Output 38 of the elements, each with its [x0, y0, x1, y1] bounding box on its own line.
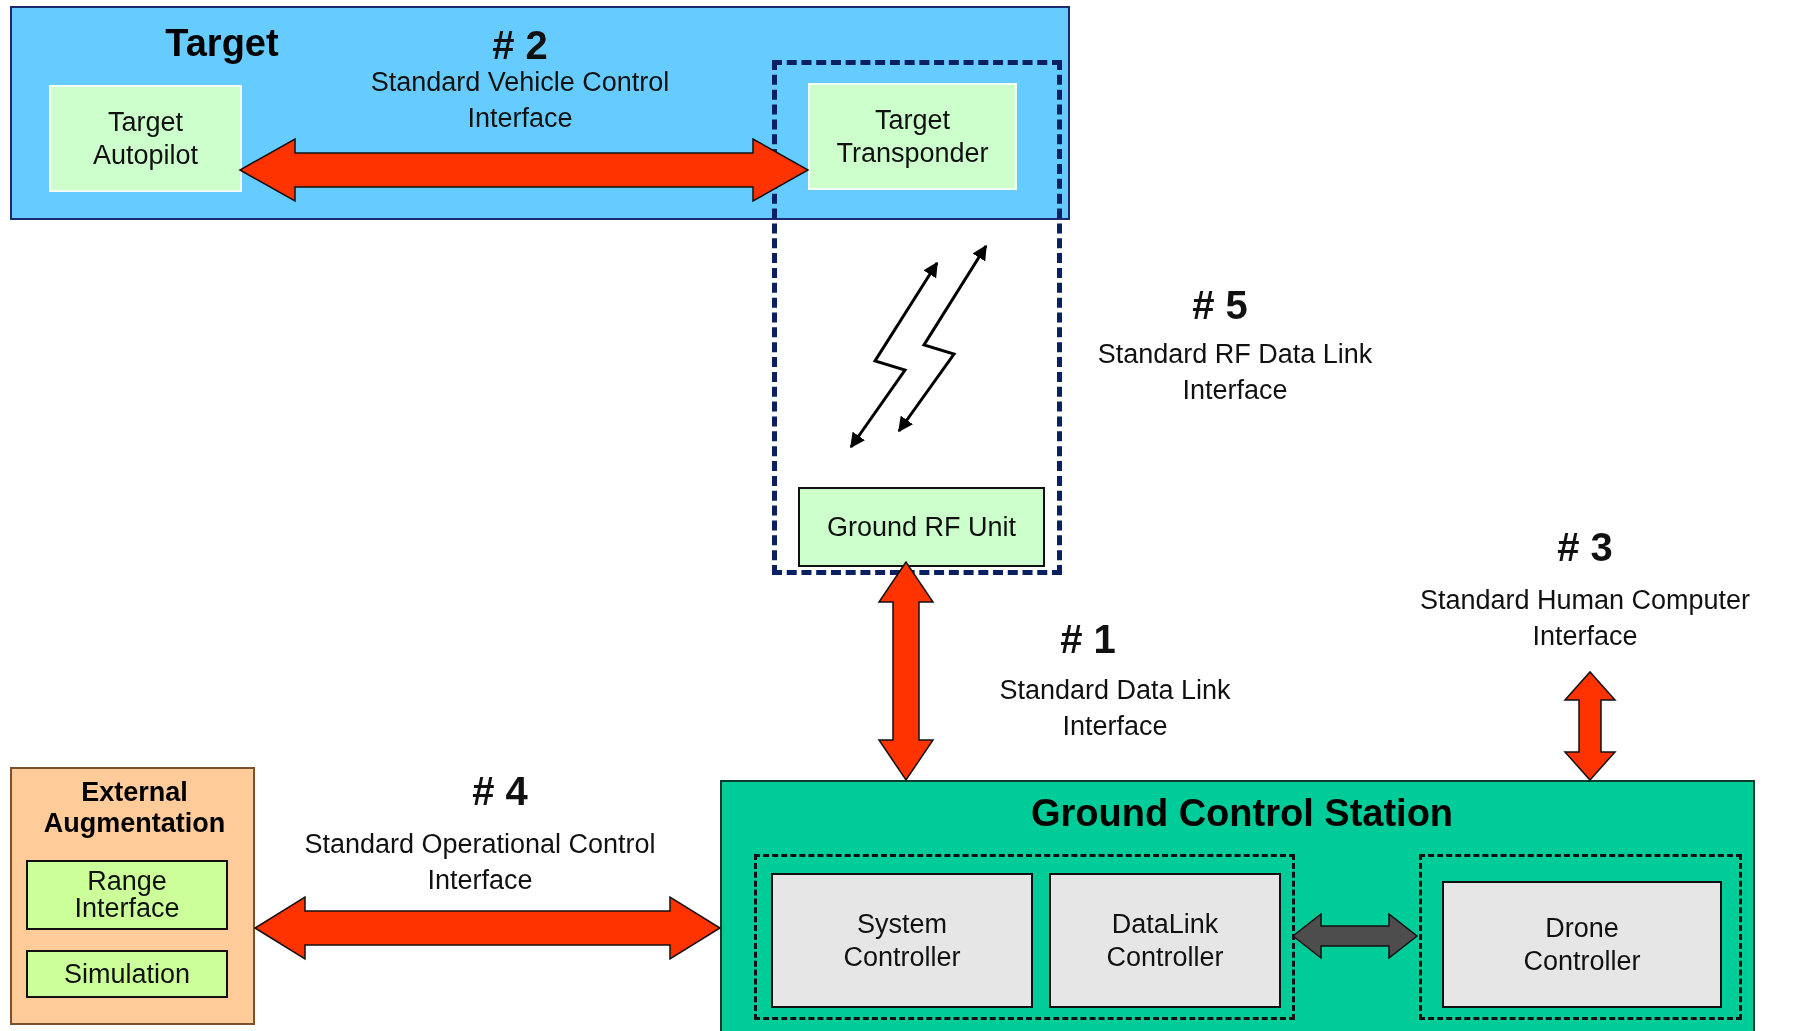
interface-label: Standard Data Link Interface	[998, 674, 1232, 744]
interface-number: # 3	[1556, 524, 1614, 571]
component-box	[1049, 873, 1281, 1008]
group-panel	[10, 767, 255, 1025]
interface-number: # 1	[1059, 616, 1117, 663]
double-arrow	[877, 560, 935, 782]
interface-label: Standard Vehicle Control Interface	[369, 66, 671, 136]
component-box	[26, 950, 228, 998]
component-box	[771, 873, 1033, 1008]
interface-label: Standard Operational Control Interface	[303, 828, 657, 898]
interface-number: # 5	[1191, 282, 1249, 329]
node-label: Range Interface	[73, 868, 181, 922]
double-arrow	[1291, 912, 1419, 960]
component-box	[49, 85, 242, 192]
double-arrow	[253, 895, 722, 961]
interface-number: # 2	[491, 22, 549, 69]
interface-label: Standard RF Data Link Interface	[1096, 338, 1374, 408]
double-arrow	[1563, 670, 1617, 782]
node-label: Target Transponder	[835, 104, 990, 169]
node-label: DataLink Controller	[1105, 908, 1225, 973]
interface-label: Standard Human Computer Interface	[1418, 584, 1752, 654]
node-label: Simulation	[62, 957, 192, 991]
component-box	[798, 487, 1045, 567]
group-title: Ground Control Station	[1029, 792, 1455, 836]
dashed-boundary	[754, 854, 1295, 1020]
dashed-boundary	[1419, 854, 1742, 1020]
component-box	[26, 860, 228, 930]
group-panel	[720, 780, 1755, 1031]
component-box	[1442, 881, 1722, 1008]
component-box	[808, 83, 1017, 190]
group-title: Target	[164, 22, 280, 66]
node-label: Ground RF Unit	[825, 510, 1018, 544]
node-label: System Controller	[842, 908, 962, 973]
node-label: Drone Controller	[1522, 912, 1642, 977]
double-arrow	[238, 137, 810, 203]
node-label: Target Autopilot	[91, 106, 200, 171]
group-title: External Augmentation	[42, 777, 227, 840]
interface-number: # 4	[471, 768, 529, 815]
